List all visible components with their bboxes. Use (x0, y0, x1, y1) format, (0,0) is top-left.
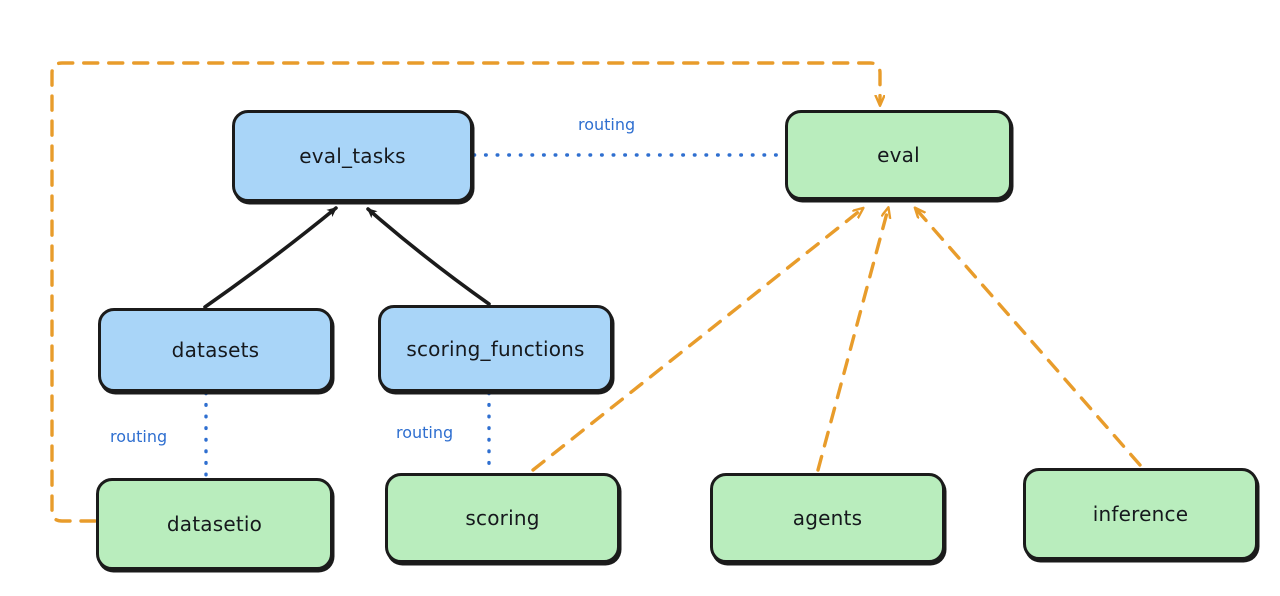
node-label-eval: eval (877, 143, 920, 167)
edge-datasets-to-eval-tasks (203, 206, 338, 309)
node-scoring-functions[interactable]: scoring_functions (378, 305, 613, 392)
node-label-inference: inference (1092, 502, 1189, 526)
edge-agents-to-eval (816, 209, 888, 472)
edge-label-routing-scoring-functions: routing (396, 423, 454, 442)
node-eval[interactable]: eval (785, 110, 1012, 200)
node-label-datasetio: datasetio (166, 512, 263, 536)
node-label-scoring: scoring (465, 506, 540, 530)
node-eval-tasks[interactable]: eval_tasks (232, 110, 473, 202)
node-label-agents: agents (792, 506, 863, 530)
node-label-eval-tasks: eval_tasks (299, 144, 406, 168)
edge-inference-to-eval (916, 209, 1142, 467)
edge-label-routing-datasets: routing (110, 427, 168, 446)
edge-scoring-functions-to-eval-tasks (366, 207, 491, 306)
node-inference[interactable]: inference (1023, 468, 1258, 560)
node-datasetio[interactable]: datasetio (96, 478, 333, 570)
edge-label-routing-eval: routing (578, 115, 636, 134)
node-datasets[interactable]: datasets (98, 308, 333, 392)
node-label-scoring-functions: scoring_functions (406, 336, 585, 361)
node-agents[interactable]: agents (710, 473, 945, 563)
node-scoring[interactable]: scoring (385, 473, 620, 563)
node-label-datasets: datasets (171, 338, 260, 362)
